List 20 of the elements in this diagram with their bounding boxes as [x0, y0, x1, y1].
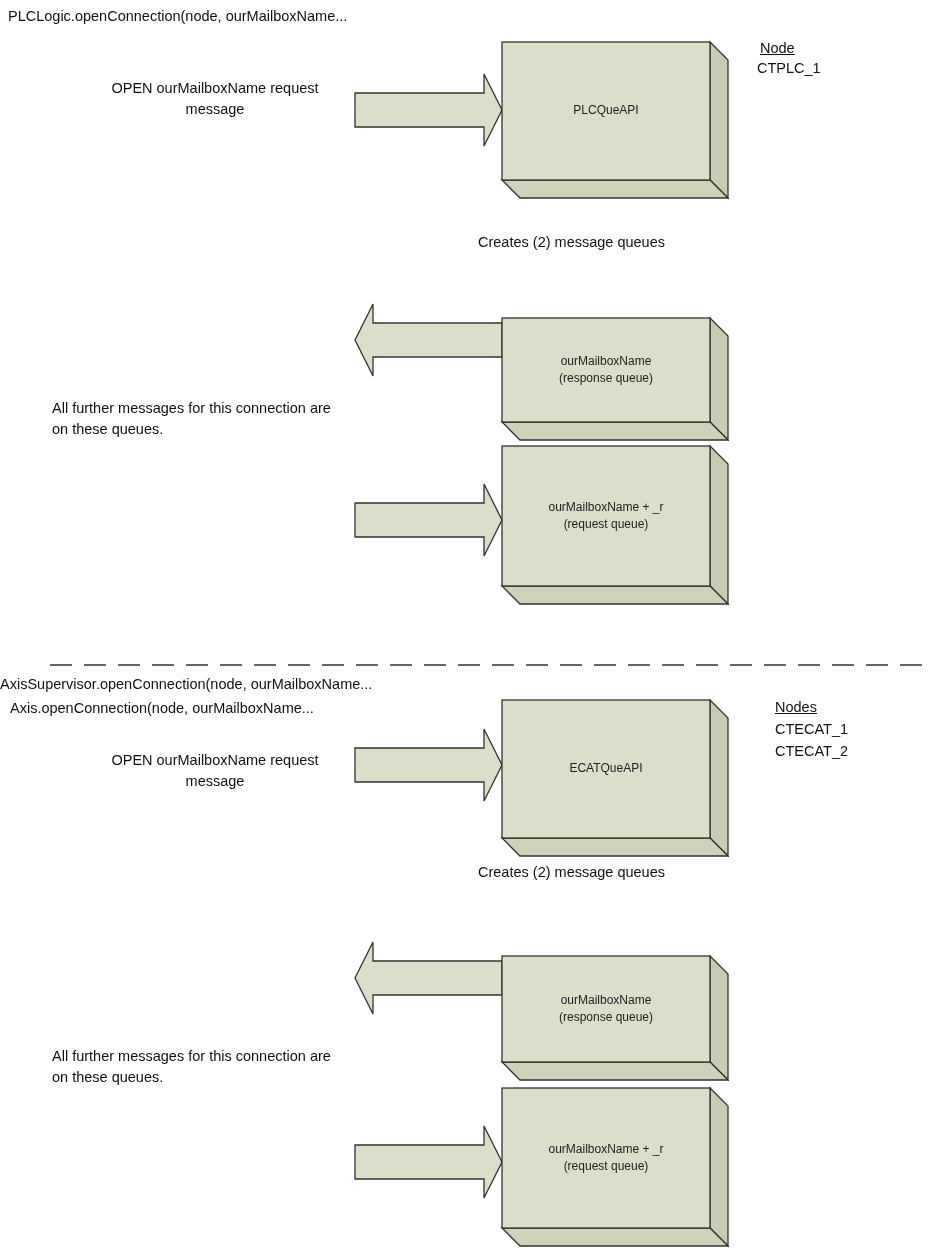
note-text: Creates (2) message queues — [478, 863, 665, 882]
block-arrow — [354, 1125, 503, 1199]
note-text: AxisSupervisor.openConnection(node, ourMailboxName... — [0, 675, 373, 694]
note-text: CTECAT_1 — [775, 720, 850, 739]
block-arrow — [354, 303, 503, 377]
note-text: All further messages for this connection are on these queues. — [52, 399, 332, 439]
block-arrow — [354, 941, 503, 1015]
block-arrow — [354, 73, 503, 147]
block-arrow — [354, 728, 503, 802]
block-arrow — [354, 483, 503, 557]
note-text: OPEN ourMailboxName request message — [110, 79, 320, 119]
note-text: CTPLC_1 — [757, 59, 822, 78]
note-text: Axis.openConnection(node, ourMailboxName... — [10, 699, 314, 718]
note-text: OPEN ourMailboxName request message — [110, 751, 320, 791]
note-text: Nodes — [775, 698, 818, 717]
note-text: CTECAT_2 — [775, 742, 850, 761]
note-text: Node — [760, 39, 796, 58]
note-text: All further messages for this connection are on these queues. — [52, 1047, 332, 1087]
note-text: PLCLogic.openConnection(node, ourMailboxName... — [8, 7, 348, 26]
note-text: Creates (2) message queues — [478, 233, 665, 252]
